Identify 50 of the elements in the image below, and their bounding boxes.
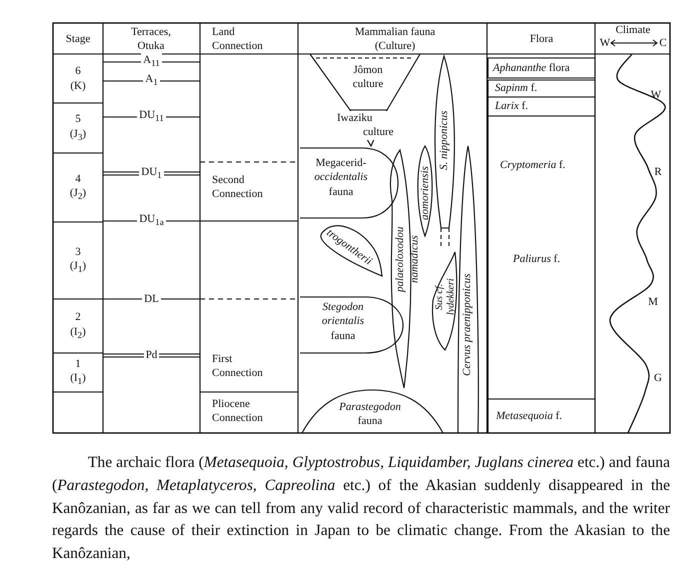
taxon-label: palaeoloxodou namadicus — [393, 225, 422, 294]
stage-label: 3 (J$_{1}$) — [70, 244, 86, 276]
taxon-label: Cervus praenipponicus — [460, 272, 474, 378]
flora-zone — [488, 58, 595, 78]
fauna-shape — [300, 148, 400, 218]
flora-zone — [488, 80, 595, 97]
column-header: Terraces, Otuka — [130, 24, 172, 54]
flora-label: Cryptomeria f. — [500, 158, 566, 172]
caption-paragraph: The archaic flora (Metasequoia, Glyptostrobus, Liquidamber, Juglans cinerea etc.) and fauna (Parastegodon, Metaplatyceros, Capreolina etc.) of the Akasian suddenly disappeared in the Kanôzanian, as far as we can tell from any valid record of characteristic mammals, and the writer regards the cause of their extinction in Japan to be climatic change. From the Akasian to the Kanôzanian, — [52, 453, 670, 564]
column-header: Flora — [530, 32, 554, 46]
glacial-stage-label: R — [654, 164, 662, 180]
column-header: Mammalian fauna (Culture) — [354, 24, 436, 54]
connection-label: First Connection — [212, 352, 263, 380]
column-header: Stage — [66, 32, 90, 46]
scale-end-label: W — [600, 36, 610, 50]
fauna-label: Parastegodon fauna — [338, 400, 402, 429]
flora-zone — [488, 116, 595, 399]
culture-label: Jômon culture — [352, 63, 384, 92]
taxon-range-shape — [432, 55, 454, 247]
stage-label: 2 (I$_{2}$) — [70, 310, 86, 342]
flora-label: Paliurus f. — [513, 252, 562, 266]
fauna-shape — [302, 389, 444, 434]
stage-label: 6 (K) — [70, 64, 86, 93]
culture-shape — [308, 53, 422, 111]
taxon-range-shape — [416, 146, 434, 236]
flora-zone — [488, 97, 595, 116]
stage-label: 4 (J$_{2}$) — [70, 172, 86, 204]
taxon-label: S. nipponicus — [437, 109, 451, 172]
taxon-range-shape — [430, 252, 459, 352]
flora-label: Larix f. — [495, 99, 530, 114]
glacial-stage-label: G — [654, 370, 662, 386]
flora-label: Sapinm f. — [495, 81, 538, 96]
connection-label: Pliocene Connection — [212, 396, 263, 426]
taxon-label: aomoriensis — [418, 165, 432, 222]
column-header: Land Connection — [212, 24, 264, 54]
column-header: Climate — [616, 23, 650, 38]
fauna-label: Megacerid- occidentalis fauna — [313, 156, 369, 199]
flora-zone — [488, 399, 595, 433]
fauna-label: Stegodon orientalis fauna — [320, 300, 366, 343]
stage-label: 1 (I$_{1}$) — [70, 356, 86, 388]
connection-label: Second Connection — [212, 172, 263, 202]
stage-label: 5 (J$_{3}$) — [70, 112, 86, 144]
flora-label: Aphananthe flora — [493, 61, 571, 76]
flora-label: Metasequoia f. — [496, 409, 563, 424]
scale-end-label: C — [659, 36, 667, 50]
taxon-range-shape — [456, 146, 480, 433]
taxon-range-shape — [318, 222, 384, 278]
glacial-stage-label: W — [650, 88, 662, 102]
glacial-stage-label: M — [648, 294, 658, 310]
fauna-shape — [300, 297, 404, 354]
